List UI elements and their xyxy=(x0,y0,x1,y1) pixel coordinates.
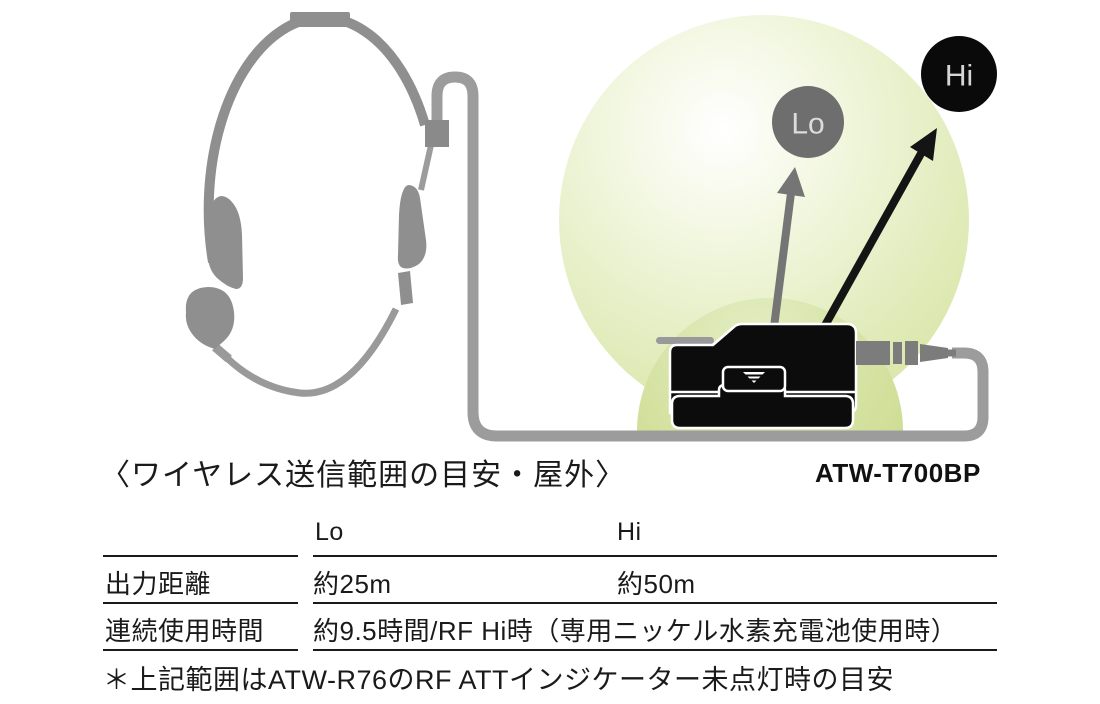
cable xyxy=(418,71,989,442)
table-rule xyxy=(313,602,997,604)
range-diagram: Lo Hi xyxy=(185,12,997,442)
boom-hinge xyxy=(398,271,413,305)
mic-stub xyxy=(212,343,232,363)
model-label: ATW-T700BP xyxy=(815,458,981,488)
table-col-header-hi: Hi xyxy=(617,518,642,546)
headband-pad xyxy=(290,12,350,27)
cable-headset-link xyxy=(418,144,434,191)
hi-badge-label: Hi xyxy=(945,60,973,93)
left-earpiece xyxy=(207,196,243,289)
table-rule xyxy=(103,555,298,557)
row-value-distance-lo: 約25m xyxy=(313,569,392,599)
transmitter-illustration xyxy=(656,322,956,430)
row-value-continuous-use: 約9.5時間/RF Hi時（専用ニッケル水素充電池使用時） xyxy=(313,616,958,646)
mic-windscreen xyxy=(185,287,235,349)
table-col-header-lo: Lo xyxy=(315,518,344,546)
table-rule xyxy=(103,649,298,651)
hi-badge: Hi xyxy=(921,36,997,112)
antenna xyxy=(656,337,714,344)
outer-range-circle xyxy=(559,15,969,425)
footnote: ＊上記範囲はATW-R76のRF ATTインジケーター未点灯時の目安 xyxy=(103,665,895,695)
table-rule xyxy=(103,602,298,604)
cable-main xyxy=(431,71,989,442)
lo-badge: Lo xyxy=(772,86,844,158)
mic-boom xyxy=(223,307,400,397)
row-value-distance-hi: 約50m xyxy=(617,569,696,599)
row-label-continuous-use: 連続使用時間 xyxy=(105,616,265,646)
output-connector xyxy=(856,341,956,365)
row-label-output-distance: 出力距離 xyxy=(105,569,212,599)
chevron-icon xyxy=(741,372,767,383)
table-rule xyxy=(313,555,997,557)
page-title: 〈ワイヤレス送信範囲の目安・屋外〉 xyxy=(100,459,627,492)
cable-clip xyxy=(425,120,449,147)
lo-badge-label: Lo xyxy=(791,108,824,141)
belt-clip-flap xyxy=(670,383,855,430)
table-rule xyxy=(313,649,997,651)
headset-illustration xyxy=(185,12,430,397)
hi-range-arrow xyxy=(814,128,937,340)
right-earpiece xyxy=(397,185,427,269)
headband xyxy=(203,12,430,263)
lo-range-arrow xyxy=(769,167,805,336)
